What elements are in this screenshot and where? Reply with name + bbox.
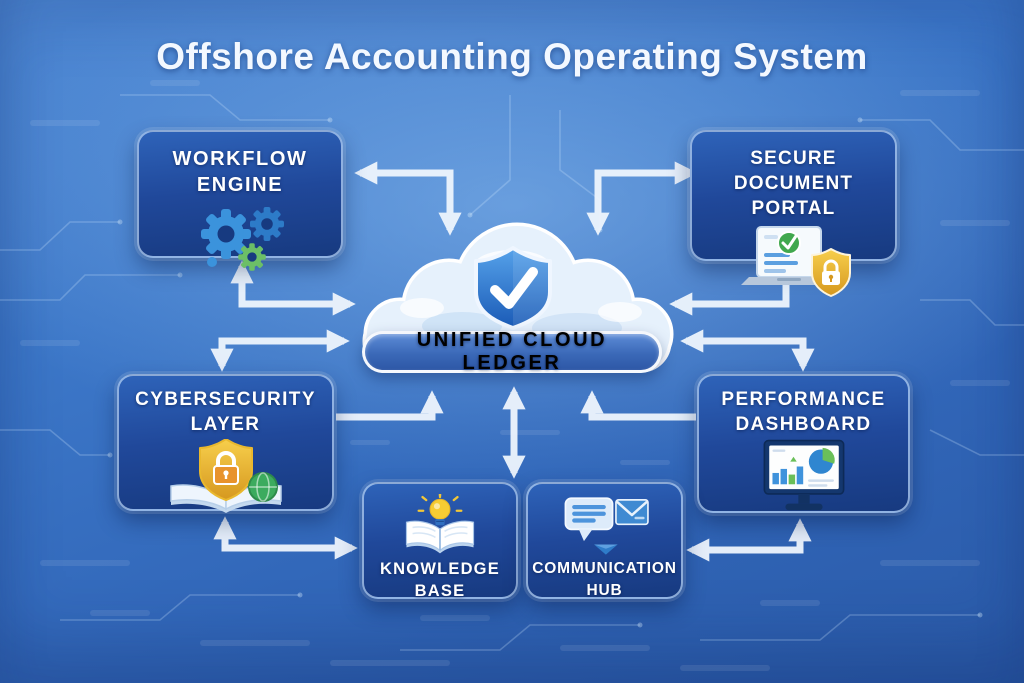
gold-shield-lock-icon: [810, 248, 851, 297]
monitor-stand: [797, 493, 810, 504]
node-label: PERFORMANCE DASHBOARD: [721, 389, 886, 435]
chat-envelope-icon: [564, 497, 649, 555]
arrow-performance-cloud-up: [580, 390, 696, 421]
arrow-performance-communication: [686, 518, 812, 562]
open-book-icon: [405, 520, 475, 554]
shield-lock-globe-book-icon: [169, 439, 282, 513]
open-book-lightbulb-icon: [405, 494, 475, 554]
monitor-charts-icon: [763, 439, 844, 511]
monitor-base: [784, 503, 823, 511]
lightbulb-icon: [417, 494, 463, 512]
gold-shield-lock-icon: [198, 439, 253, 501]
node-label: COMMUNICATION HUB: [532, 560, 677, 599]
pie-chart-icon: [808, 447, 835, 474]
laptop-verified-shield-icon: [740, 226, 851, 297]
node-performance-dashboard: PERFORMANCE DASHBOARD: [697, 374, 910, 513]
arrow-cloud-cybersecurity: [210, 329, 350, 372]
globe-icon: [247, 472, 278, 502]
node-label: KNOWLEDGE BASE: [380, 560, 500, 600]
cloud-ledger-label: UNIFIED CLOUD LEDGER: [416, 329, 608, 374]
envelope-icon: [614, 499, 649, 526]
node-secure-document-portal: SECURE DOCUMENT PORTAL: [690, 130, 897, 297]
node-label: WORKFLOW ENGINE: [172, 148, 308, 196]
arrow-cybersecurity-knowledge: [213, 516, 358, 560]
bar-chart-icon: [771, 449, 803, 485]
node-workflow-engine: WORKFLOW ENGINE: [137, 130, 343, 271]
node-cybersecurity-layer: CYBERSECURITY LAYER: [117, 374, 334, 513]
shield-check-icon: [474, 246, 552, 330]
chat-bubble-icon: [564, 497, 613, 542]
down-arrow-connector-icon: [593, 544, 618, 555]
page-title: Offshore Accounting Operating System: [156, 36, 868, 77]
arrow-cloud-performance: [680, 329, 815, 372]
gears-icon: [201, 207, 284, 271]
node-label: CYBERSECURITY LAYER: [135, 389, 316, 435]
node-label: SECURE DOCUMENT PORTAL: [733, 148, 854, 219]
verified-check-icon: [776, 231, 801, 255]
check-mark-icon: [490, 267, 538, 309]
cloud-ledger-banner: UNIFIED CLOUD LEDGER: [362, 329, 662, 374]
arrow-cybersecurity-cloud-up: [336, 390, 444, 421]
node-knowledge-base: KNOWLEDGE BASE: [362, 482, 518, 600]
node-communication-hub: COMMUNICATION HUB: [526, 482, 683, 599]
